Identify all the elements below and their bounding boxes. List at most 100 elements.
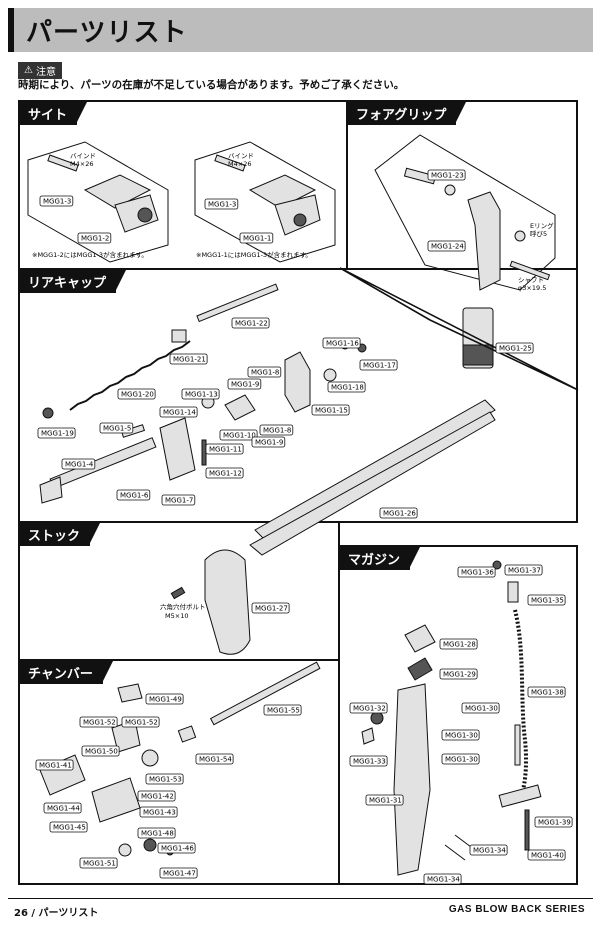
part-label-rearcap: MGG1-6: [116, 489, 151, 501]
part-label-rearcap: MGG1-12: [205, 467, 244, 479]
part-number: MGG1-41: [39, 762, 72, 770]
part-number: MGG1-13: [185, 391, 218, 399]
part-number: MGG1-19: [41, 430, 74, 438]
part-number: MGG1-32: [353, 705, 386, 713]
part-number: MGG1-55: [267, 707, 300, 715]
part-label-stock: MGG1-26: [379, 507, 418, 519]
sight-diagram: [27, 141, 336, 263]
page-footer: 26 / パーツリスト GAS BLOW BACK SERIES: [8, 898, 593, 919]
foregrip-diagram: [374, 134, 556, 369]
bolt-note-line1: 六角穴付ボルト: [160, 602, 206, 611]
part-label-chamber: MGG1-48: [137, 827, 176, 839]
series-name: GAS BLOW BACK SERIES: [448, 904, 585, 915]
part-number: MGG1-4: [65, 461, 94, 469]
part-number: MGG1-3: [208, 201, 236, 209]
part-label-rearcap: MGG1-8: [247, 366, 282, 378]
part-label-chamber: MGG1-54: [195, 753, 234, 765]
part-label-chamber: MGG1-51: [79, 857, 118, 869]
part-label-rearcap: MGG1-15: [311, 404, 350, 416]
part-number: MGG1-8: [263, 427, 291, 435]
part-label-chamber: MGG1-41: [35, 759, 74, 771]
section-title-foregrip: フォアグリップ: [348, 102, 467, 125]
part-number: MGG1-28: [443, 641, 476, 649]
screw-note-left-line1: バインド: [70, 152, 96, 160]
screw-note-right-line2: M4×26: [228, 160, 251, 168]
part-label-chamber: MGG1-50: [81, 745, 120, 757]
part-number: MGG1-33: [353, 758, 386, 766]
part-label-foregrip: MGG1-25: [495, 342, 534, 354]
section-title-rearcap: リアキャップ: [20, 270, 127, 293]
part-number: MGG1-53: [149, 776, 182, 784]
title-bar: パーツリスト: [8, 8, 593, 52]
part-label-rearcap: MGG1-10: [219, 429, 258, 441]
notice-badge-label: 注意: [35, 67, 56, 78]
part-label-chamber: MGG1-52: [79, 716, 118, 728]
part-number: MGG1-45: [53, 824, 86, 832]
part-label-rearcap: MGG1-9: [251, 436, 286, 448]
foregrip-notes: Eリング 呼び5 シャフト φ3×19.5: [518, 221, 554, 292]
part-number: MGG1-7: [165, 497, 193, 505]
notice-badge: ⚠ 注意: [18, 62, 62, 79]
part-number: MGG1-26: [383, 510, 416, 518]
part-label-rearcap: MGG1-20: [117, 388, 156, 400]
part-label-rearcap: MGG1-8: [259, 424, 294, 436]
part-number: MGG1-37: [508, 567, 541, 575]
part-label-chamber: MGG1-44: [43, 802, 82, 814]
part-number: MGG1-25: [499, 345, 532, 353]
part-label-magazine: MGG1-28: [439, 638, 478, 650]
part-label-rearcap: MGG1-7: [161, 494, 196, 506]
part-number: MGG1-11: [209, 446, 242, 454]
part-number: MGG1-39: [538, 819, 571, 827]
part-number: MGG1-30: [465, 705, 498, 713]
part-label-rearcap: MGG1-19: [37, 427, 76, 439]
part-number: MGG1-47: [163, 870, 196, 878]
part-number: MGG1-9: [231, 381, 259, 389]
part-label-magazine: MGG1-34: [423, 873, 462, 885]
notice-text: 時期により、パーツの在庫が不足している場合があります。予めご了承ください。: [18, 79, 405, 91]
sight-notes: バインド M4×26 バインド M4×26 ※MGG1-2にはMGG1-3が含ま…: [32, 152, 312, 259]
part-number: MGG1-36: [461, 569, 494, 577]
part-label-chamber: MGG1-42: [137, 790, 176, 802]
part-number: MGG1-40: [531, 852, 564, 860]
part-label-chamber: MGG1-49: [145, 693, 184, 705]
part-label-magazine: MGG1-29: [439, 668, 478, 680]
sight-base-part: [83, 174, 152, 209]
part-label-rearcap: MGG1-5: [99, 422, 134, 434]
part-number: MGG1-20: [121, 391, 154, 399]
part-number: MGG1-14: [163, 409, 196, 417]
part-number: MGG1-43: [143, 809, 176, 817]
part-number: MGG1-31: [369, 797, 402, 805]
part-label-chamber: MGG1-47: [159, 867, 198, 879]
part-number: MGG1-35: [531, 597, 564, 605]
oring-note-line1: Eリング: [530, 221, 554, 230]
title-accent: [8, 8, 14, 52]
part-label-magazine: MGG1-34: [469, 844, 508, 856]
screw-part: [47, 154, 79, 172]
part-number: MGG1-3: [43, 198, 71, 206]
part-number: MGG1-15: [315, 407, 348, 415]
part-label-magazine: MGG1-31: [365, 794, 404, 806]
part-label-chamber: MGG1-55: [263, 704, 302, 716]
part-number: MGG1-17: [363, 362, 396, 370]
part-label-rearcap: MGG1-13: [181, 388, 220, 400]
part-label-rearcap: MGG1-14: [159, 406, 198, 418]
part-label-magazine: MGG1-33: [349, 755, 388, 767]
part-label-rearcap: MGG1-16: [322, 337, 361, 349]
oring-note-line2: 呼び5: [530, 229, 547, 238]
part-number: MGG1-30: [445, 756, 478, 764]
part-label-sight: MGG1-3: [39, 195, 74, 207]
part-label-magazine: MGG1-32: [349, 702, 388, 714]
sight-note-right: ※MGG1-1にはMGG1-3が含まれます。: [196, 250, 312, 259]
part-label-stock: MGG1-27: [251, 602, 290, 614]
part-label-magazine: MGG1-39: [534, 816, 573, 828]
part-number: MGG1-34: [473, 847, 506, 855]
part-number: MGG1-18: [331, 384, 364, 392]
part-label-magazine: MGG1-40: [527, 849, 566, 861]
part-number: MGG1-50: [85, 748, 118, 756]
part-number: MGG1-16: [326, 340, 359, 348]
part-label-rearcap: MGG1-22: [231, 317, 270, 329]
part-number: MGG1-34: [427, 876, 460, 884]
part-label-rearcap: MGG1-21: [169, 353, 208, 365]
part-number: MGG1-54: [199, 756, 232, 764]
